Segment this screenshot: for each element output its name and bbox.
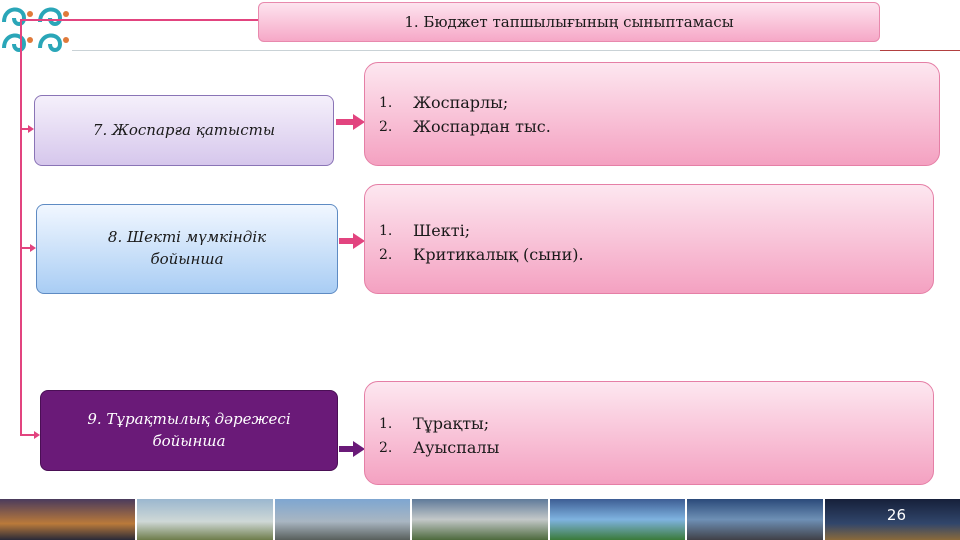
category-box-plan: 7. Жоспарға қатысты [34, 95, 334, 166]
diagram-title: 1. Бюджет тапшылығының сыныптамасы [258, 2, 880, 42]
list-item: 2. Ауыспалы [379, 436, 933, 460]
list-item-number: 2. [379, 119, 393, 135]
connector-top-horizontal [20, 19, 258, 21]
detail-list: 1. Жоспарлы; 2. Жоспардан тыс. [379, 91, 939, 139]
photo-strip [0, 499, 960, 540]
category-label: 9. Тұрақтылық дәрежесі бойынша [87, 409, 291, 450]
arrow-head-cat-7 [353, 114, 365, 130]
connector-to-cat-8 [20, 247, 32, 249]
stadium-photo [412, 499, 550, 540]
page-number: 26 [886, 506, 906, 524]
industrial-photo [274, 499, 413, 540]
detail-list: 1. Шекті; 2. Критикалық (сыни). [379, 219, 933, 267]
list-item-number: 1. [379, 95, 393, 111]
list-item-number: 2. [379, 247, 393, 263]
list-item: 2. Критикалық (сыни). [379, 243, 933, 267]
arrow-shaft-cat-7 [336, 119, 354, 125]
arrow-shaft-cat-8 [339, 238, 354, 244]
kazakh-ornament-icon [0, 0, 72, 52]
connector-arrow-cat-9 [34, 431, 40, 439]
list-item: 2. Жоспардан тыс. [379, 115, 939, 139]
connector-to-cat-7 [20, 128, 30, 130]
list-item-text: Критикалық (сыни). [413, 245, 584, 264]
detail-box-plan: 1. Жоспарлы; 2. Жоспардан тыс. [364, 62, 940, 166]
category-box-limit: 8. Шекті мүмкіндік бойынша [36, 204, 338, 294]
diagram-title-text: 1. Бюджет тапшылығының сыныптамасы [404, 13, 734, 31]
top-divider [72, 50, 960, 51]
list-item: 1. Шекті; [379, 219, 933, 243]
category-label: 8. Шекті мүмкіндік бойынша [107, 228, 267, 268]
category-label: 7. Жоспарға қатысты [92, 120, 276, 139]
detail-box-limit: 1. Шекті; 2. Критикалық (сыни). [364, 184, 934, 294]
connector-vertical [20, 19, 22, 436]
list-item-text: Ауыспалы [413, 438, 500, 457]
list-item: 1. Жоспарлы; [379, 91, 939, 115]
category-box-stability: 9. Тұрақтылық дәрежесі бойынша [40, 390, 338, 471]
list-item-text: Тұрақты; [413, 414, 490, 433]
list-item-text: Жоспарлы; [413, 93, 509, 112]
arrow-shaft-cat-9 [339, 446, 354, 452]
list-item-text: Шекті; [413, 221, 471, 240]
top-divider-accent [880, 50, 960, 51]
list-item-text: Жоспардан тыс. [413, 117, 551, 136]
arrow-head-cat-9 [353, 441, 365, 457]
arrow-head-cat-8 [353, 233, 365, 249]
field-photo [549, 499, 688, 540]
list-item-number: 1. [379, 223, 393, 239]
highway-photo [0, 499, 138, 540]
detail-box-stability: 1. Тұрақты; 2. Ауыспалы [364, 381, 934, 485]
connector-arrow-cat-8 [30, 244, 36, 252]
list-item: 1. Тұрақты; [379, 412, 933, 436]
list-item-number: 2. [379, 440, 393, 456]
train-photo [137, 499, 275, 540]
list-item-number: 1. [379, 416, 393, 432]
connector-to-cat-9 [20, 434, 36, 436]
connector-arrow-cat-7 [28, 125, 34, 133]
road-photo [687, 499, 825, 540]
night-city-photo [824, 499, 960, 540]
detail-list: 1. Тұрақты; 2. Ауыспалы [379, 412, 933, 460]
